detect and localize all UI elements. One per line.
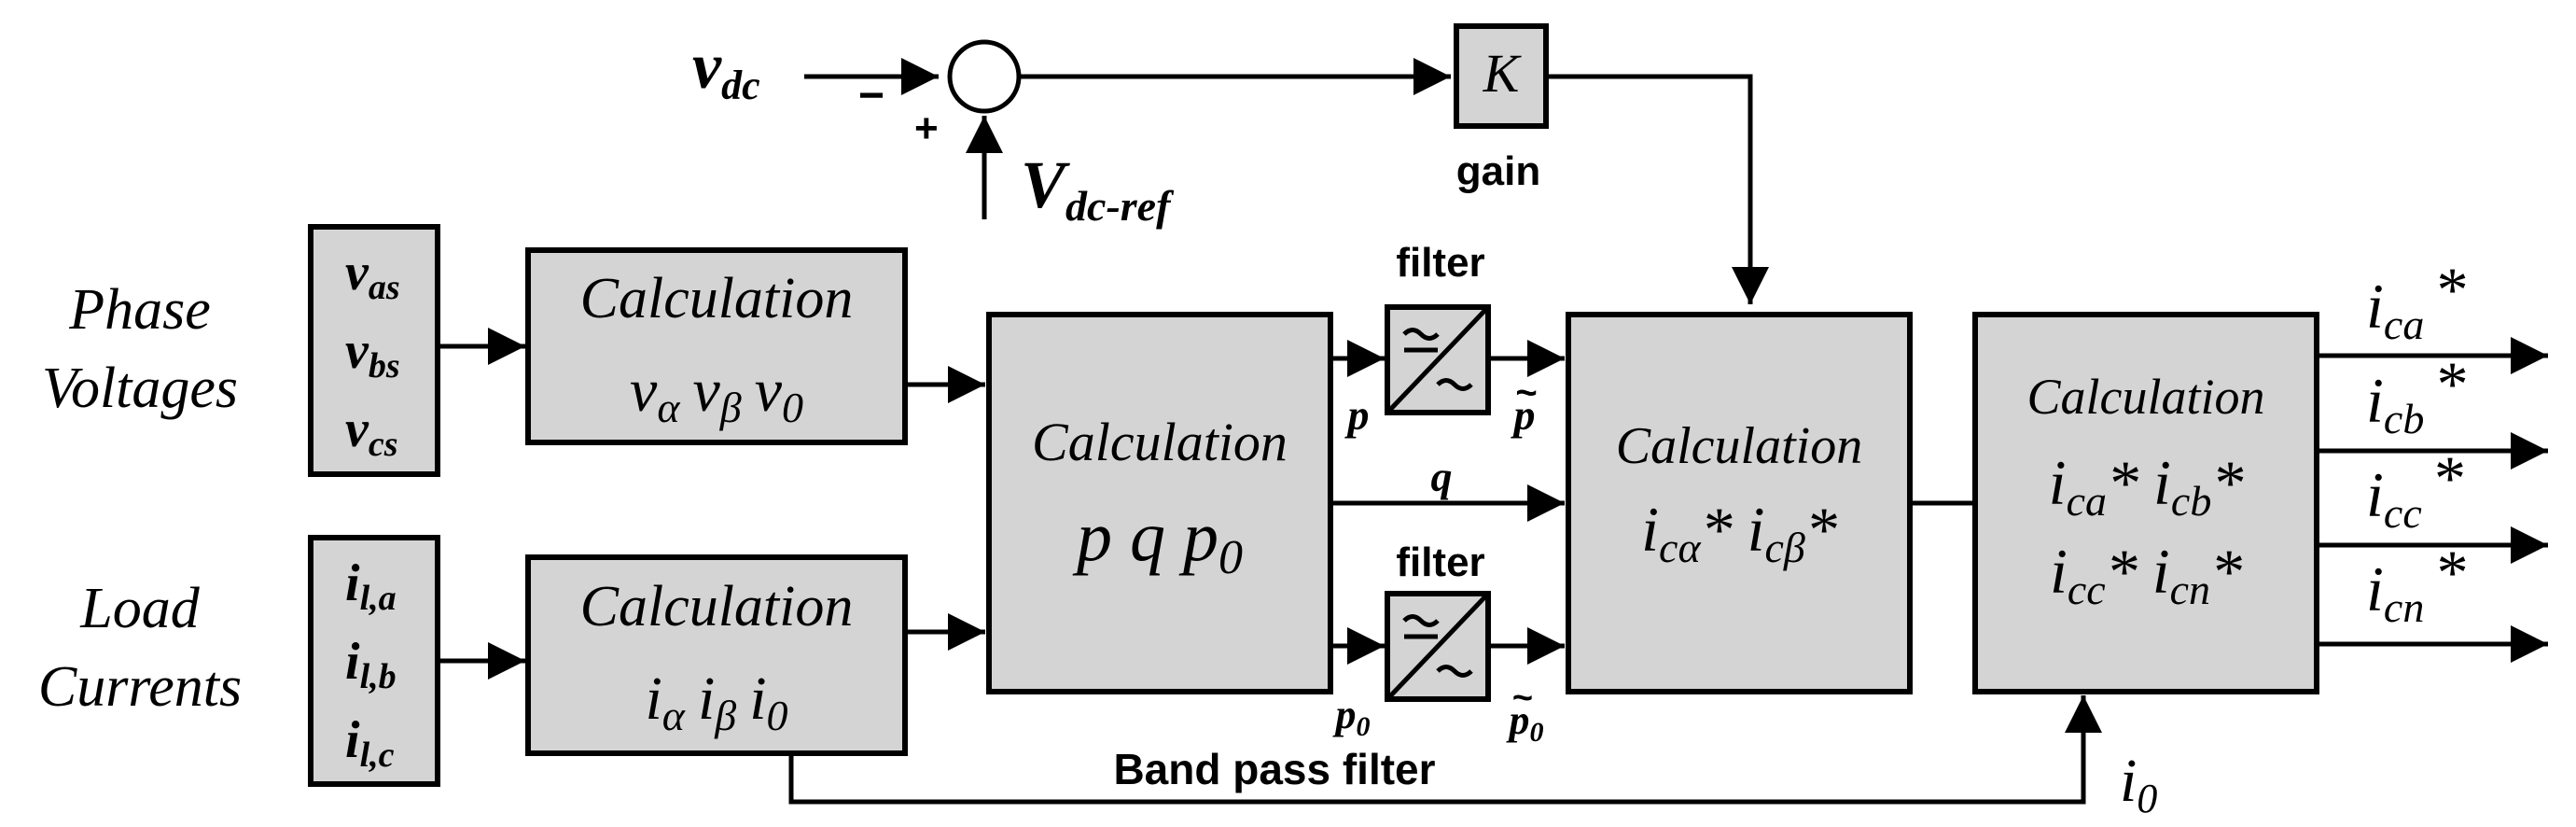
phase-voltage-vector — [308, 224, 440, 477]
voltage-transform-title: Calculation — [580, 267, 854, 330]
i-lb: il,b — [345, 633, 397, 696]
i0-bypass-wire — [788, 695, 2102, 805]
p-tilde-label: p — [1511, 391, 1536, 439]
gain-label: gain — [1456, 148, 1540, 194]
gain-symbol: K — [1483, 43, 1523, 104]
load-label-line2: Currents — [38, 655, 242, 719]
upper-filter-tilde-1 — [1402, 328, 1440, 341]
vdc-symbol: vdc — [692, 31, 760, 108]
reference-current-ab-outputs: icα*icβ* — [1641, 494, 1837, 571]
current-transform-title: Calculation — [580, 575, 854, 638]
pq-block-outputs: p q p0 — [1072, 498, 1243, 584]
upper-filter-diagonal — [1385, 305, 1490, 414]
p-tilde-mark: ~ — [1515, 372, 1537, 414]
v-bs: vbs — [345, 322, 400, 385]
upper-filter-label: filter — [1396, 240, 1484, 286]
p0-label: p0 — [1332, 692, 1371, 742]
p0-tilde-label: p0 — [1506, 697, 1544, 748]
reference-current-abc-line1: ica*icb* — [2049, 447, 2244, 525]
lower-filter-tilde-1 — [1402, 614, 1440, 627]
upper-filter-block — [1385, 304, 1491, 415]
q-label: q — [1431, 453, 1453, 500]
plus-sign: + — [914, 105, 939, 151]
lower-filter-label: filter — [1396, 540, 1484, 585]
upper-filter-tilde-2 — [1436, 378, 1473, 391]
summing-junction — [947, 39, 1022, 114]
pq-calculation-block — [986, 312, 1333, 694]
reference-current-abc-line2: icc*icn* — [2050, 536, 2242, 613]
output-ica-label: ica* — [2366, 254, 2465, 348]
current-transform-block — [525, 554, 908, 756]
phase-label-line2: Voltages — [42, 357, 238, 420]
lower-filter-diagonal — [1385, 592, 1490, 701]
reference-current-abc-title: Calculation — [2027, 369, 2265, 425]
p0-tilde-mark: ~ — [1512, 679, 1533, 718]
gain-output-wire — [1546, 74, 1769, 304]
reference-current-ab-block — [1566, 312, 1913, 694]
output-icc-label: icc* — [2366, 442, 2463, 537]
output-icn-label: icn* — [2366, 537, 2465, 631]
input-labels: Phase Voltages Load Currents — [38, 278, 242, 719]
v-cs: vcs — [345, 400, 398, 464]
dc-voltage-loop: vdc − + Vdc-ref K gain — [692, 23, 1769, 304]
lower-filter-block — [1385, 591, 1491, 702]
lower-filter-tilde-2 — [1436, 665, 1473, 678]
i-lc: il,c — [345, 711, 395, 775]
minus-sign: − — [858, 71, 884, 120]
v-as: vas — [345, 244, 400, 307]
band-pass-filter-label: Band pass filter — [1113, 745, 1435, 793]
p-label: p — [1344, 391, 1370, 439]
voltage-transform-block — [525, 247, 908, 445]
phase-label-line1: Phase — [68, 278, 211, 342]
load-label-line1: Load — [79, 577, 200, 640]
i-la: il,a — [345, 554, 397, 618]
vdc-ref-symbol: Vdc-ref — [1021, 147, 1175, 230]
gain-block — [1454, 23, 1549, 129]
pq-block-title: Calculation — [1032, 412, 1288, 472]
reference-current-abc-block — [1972, 312, 2319, 694]
i0-label: i0 — [2120, 747, 2157, 821]
reference-current-ab-title: Calculation — [1616, 417, 1862, 475]
output-icb-label: icb* — [2366, 348, 2465, 442]
